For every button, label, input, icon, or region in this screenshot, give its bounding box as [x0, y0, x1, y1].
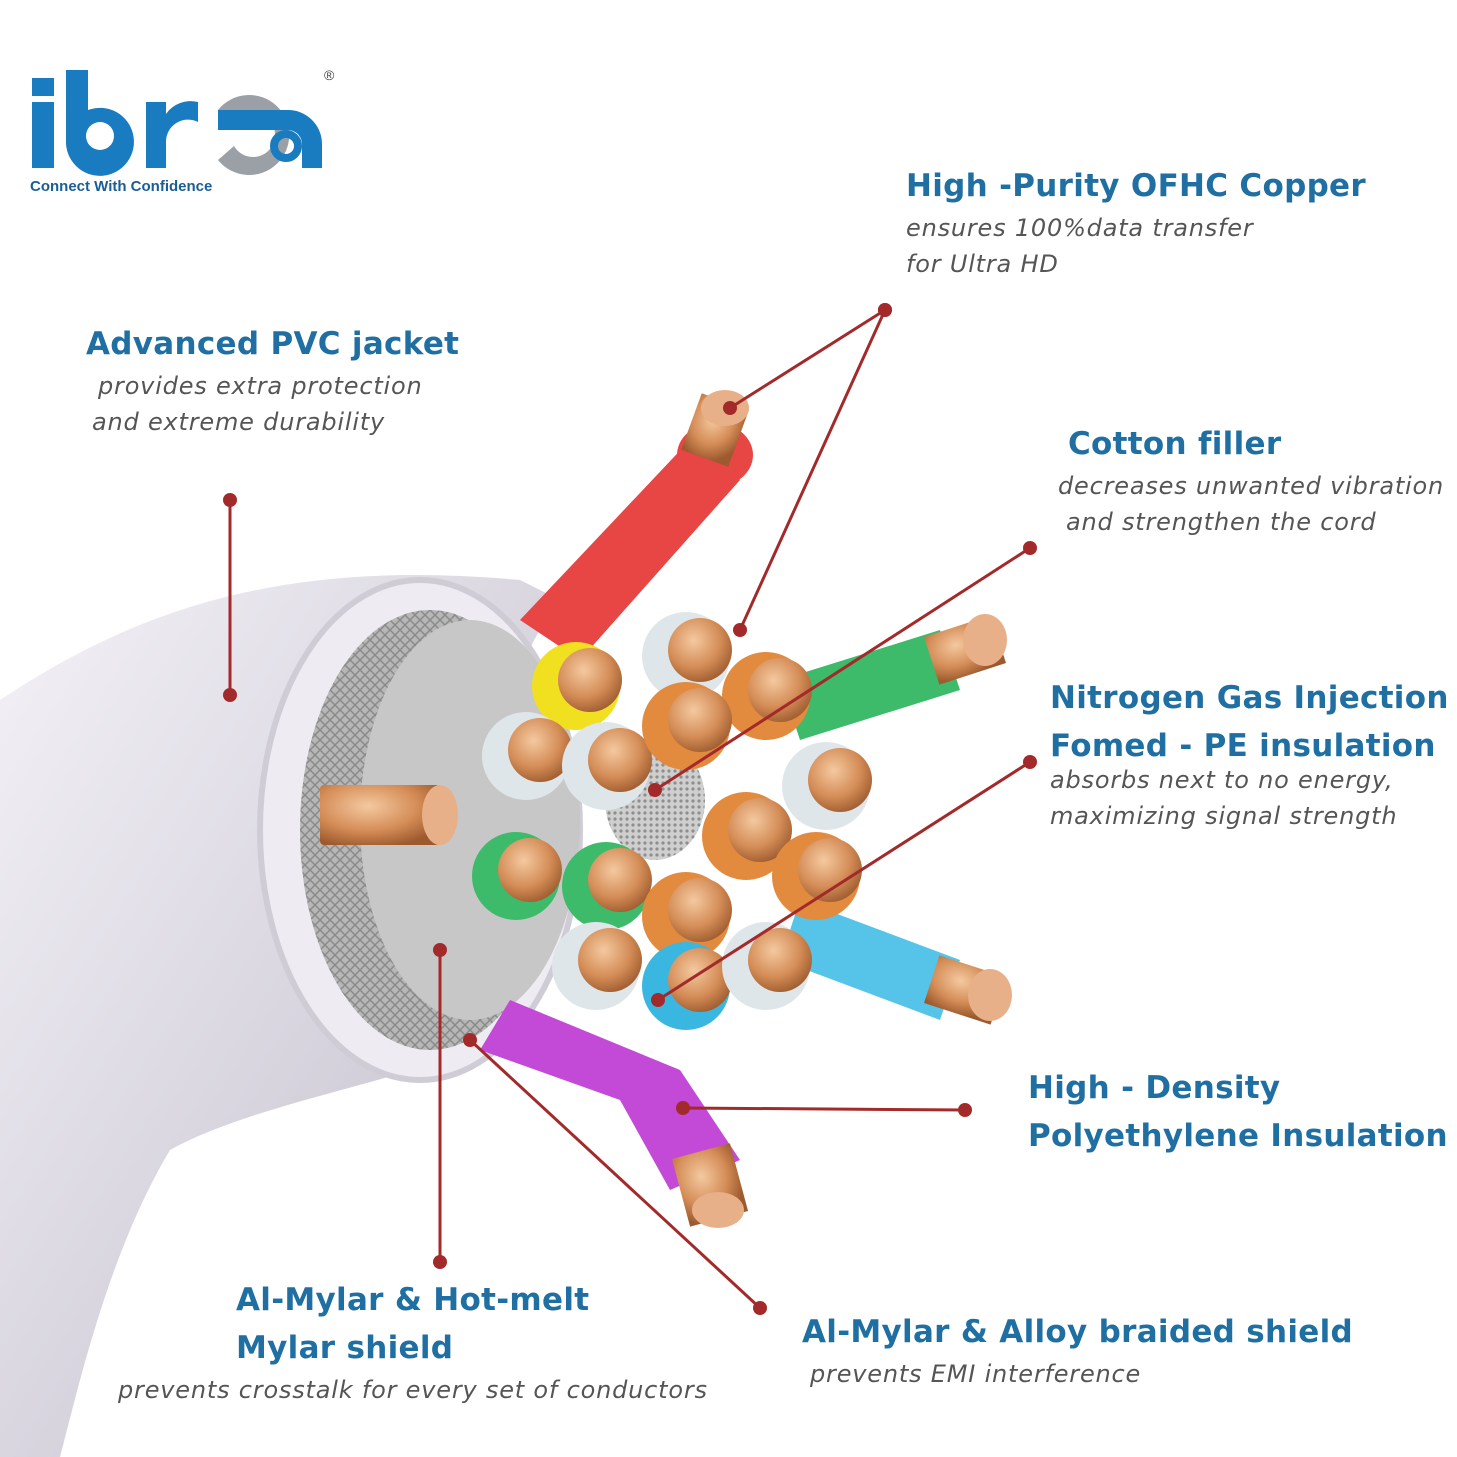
callout-mylar: Al-Mylar & Hot-melt Mylar shield prevent…: [118, 1276, 708, 1408]
copper-conductor: [588, 728, 652, 792]
copper-conductor: [728, 798, 792, 862]
leader-line: [738, 309, 887, 631]
leader-line: [729, 308, 886, 410]
leader-dot: [463, 1033, 477, 1047]
leader-line: [654, 546, 1031, 792]
leader-lines: [223, 303, 1037, 1315]
callout-jacket-desc-2: and extreme durability: [92, 408, 386, 436]
leader-dot: [733, 623, 747, 637]
callout-nitrogen-desc-2: maximizing signal strength: [1050, 802, 1398, 830]
leader-dot: [1023, 755, 1037, 769]
copper-conductor: [668, 618, 732, 682]
callout-cotton-desc-2: and strengthen the cord: [1066, 508, 1377, 536]
callout-mylar-title-2: Mylar shield: [236, 1330, 454, 1366]
leader-dot: [223, 493, 237, 507]
copper-conductor: [798, 838, 862, 902]
leader-dot: [651, 993, 665, 1007]
leader-dot: [433, 943, 447, 957]
callout-copper: High -Purity OFHC Copper ensures 100%dat…: [906, 162, 1366, 282]
callout-braid: Al-Mylar & Alloy braided shield prevents…: [802, 1308, 1353, 1392]
callout-nitrogen: Nitrogen Gas Injection Fomed - PE insula…: [1050, 674, 1449, 834]
copper-conductor: [588, 848, 652, 912]
wire-purple: [480, 1000, 749, 1228]
callout-mylar-title-1: Al-Mylar & Hot-melt: [236, 1282, 590, 1318]
callout-copper-desc-2: for Ultra HD: [906, 250, 1059, 278]
copper-stub: [320, 785, 458, 845]
callout-copper-desc-1: ensures 100%data transfer: [906, 214, 1254, 242]
callout-nitrogen-desc-1: absorbs next to no energy,: [1050, 766, 1394, 794]
leader-dot: [433, 1255, 447, 1269]
callout-jacket-title: Advanced PVC jacket: [86, 326, 460, 362]
copper-conductor: [498, 838, 562, 902]
callout-jacket-desc-1: provides extra protection: [98, 372, 423, 400]
callout-braid-title: Al-Mylar & Alloy braided shield: [802, 1314, 1354, 1350]
copper-conductor: [558, 648, 622, 712]
leader-line: [657, 760, 1031, 1002]
callout-cotton: Cotton filler decreases unwanted vibrati…: [1058, 420, 1444, 540]
leader-dot: [723, 401, 737, 415]
copper-conductor: [748, 658, 812, 722]
copper-conductor: [808, 748, 872, 812]
leader-dot: [878, 303, 892, 317]
copper-conductor: [508, 718, 572, 782]
wire-cyan-outer: [780, 900, 1012, 1025]
callout-nitrogen-title-1: Nitrogen Gas Injection: [1050, 680, 1449, 716]
callout-copper-title: High -Purity OFHC Copper: [906, 168, 1366, 204]
conductor-group: [472, 612, 872, 1030]
brand-logo: ®: [32, 67, 335, 176]
leader-dot: [676, 1101, 690, 1115]
callout-cotton-desc-1: decreases unwanted vibration: [1058, 472, 1444, 500]
leader-line: [682, 1106, 966, 1112]
callout-density-title-2: Polyethylene Insulation: [1028, 1118, 1448, 1154]
callout-braid-desc-1: prevents EMI interference: [810, 1360, 1142, 1388]
wire-red: [520, 390, 753, 660]
callout-cotton-title: Cotton filler: [1068, 426, 1282, 462]
wire-green-outer: [780, 614, 1007, 740]
leader-dot: [1023, 541, 1037, 555]
registered-mark: ®: [324, 67, 335, 83]
leader-dot: [753, 1301, 767, 1315]
callout-density-title-1: High - Density: [1028, 1070, 1281, 1106]
callout-jacket: Advanced PVC jacket provides extra prote…: [86, 320, 459, 440]
leader-dot: [958, 1103, 972, 1117]
copper-conductor: [668, 878, 732, 942]
copper-conductor: [748, 928, 812, 992]
copper-conductor: [668, 688, 732, 752]
leader-dot: [223, 688, 237, 702]
leader-line: [468, 1038, 762, 1310]
callout-mylar-desc-1: prevents crosstalk for every set of cond…: [118, 1376, 708, 1404]
callout-density: High - Density Polyethylene Insulation: [1028, 1064, 1448, 1160]
brand-tagline: Connect With Confidence: [30, 178, 213, 195]
copper-conductor: [578, 928, 642, 992]
leader-dot: [648, 783, 662, 797]
callout-nitrogen-title-2: Fomed - PE insulation: [1050, 728, 1436, 764]
